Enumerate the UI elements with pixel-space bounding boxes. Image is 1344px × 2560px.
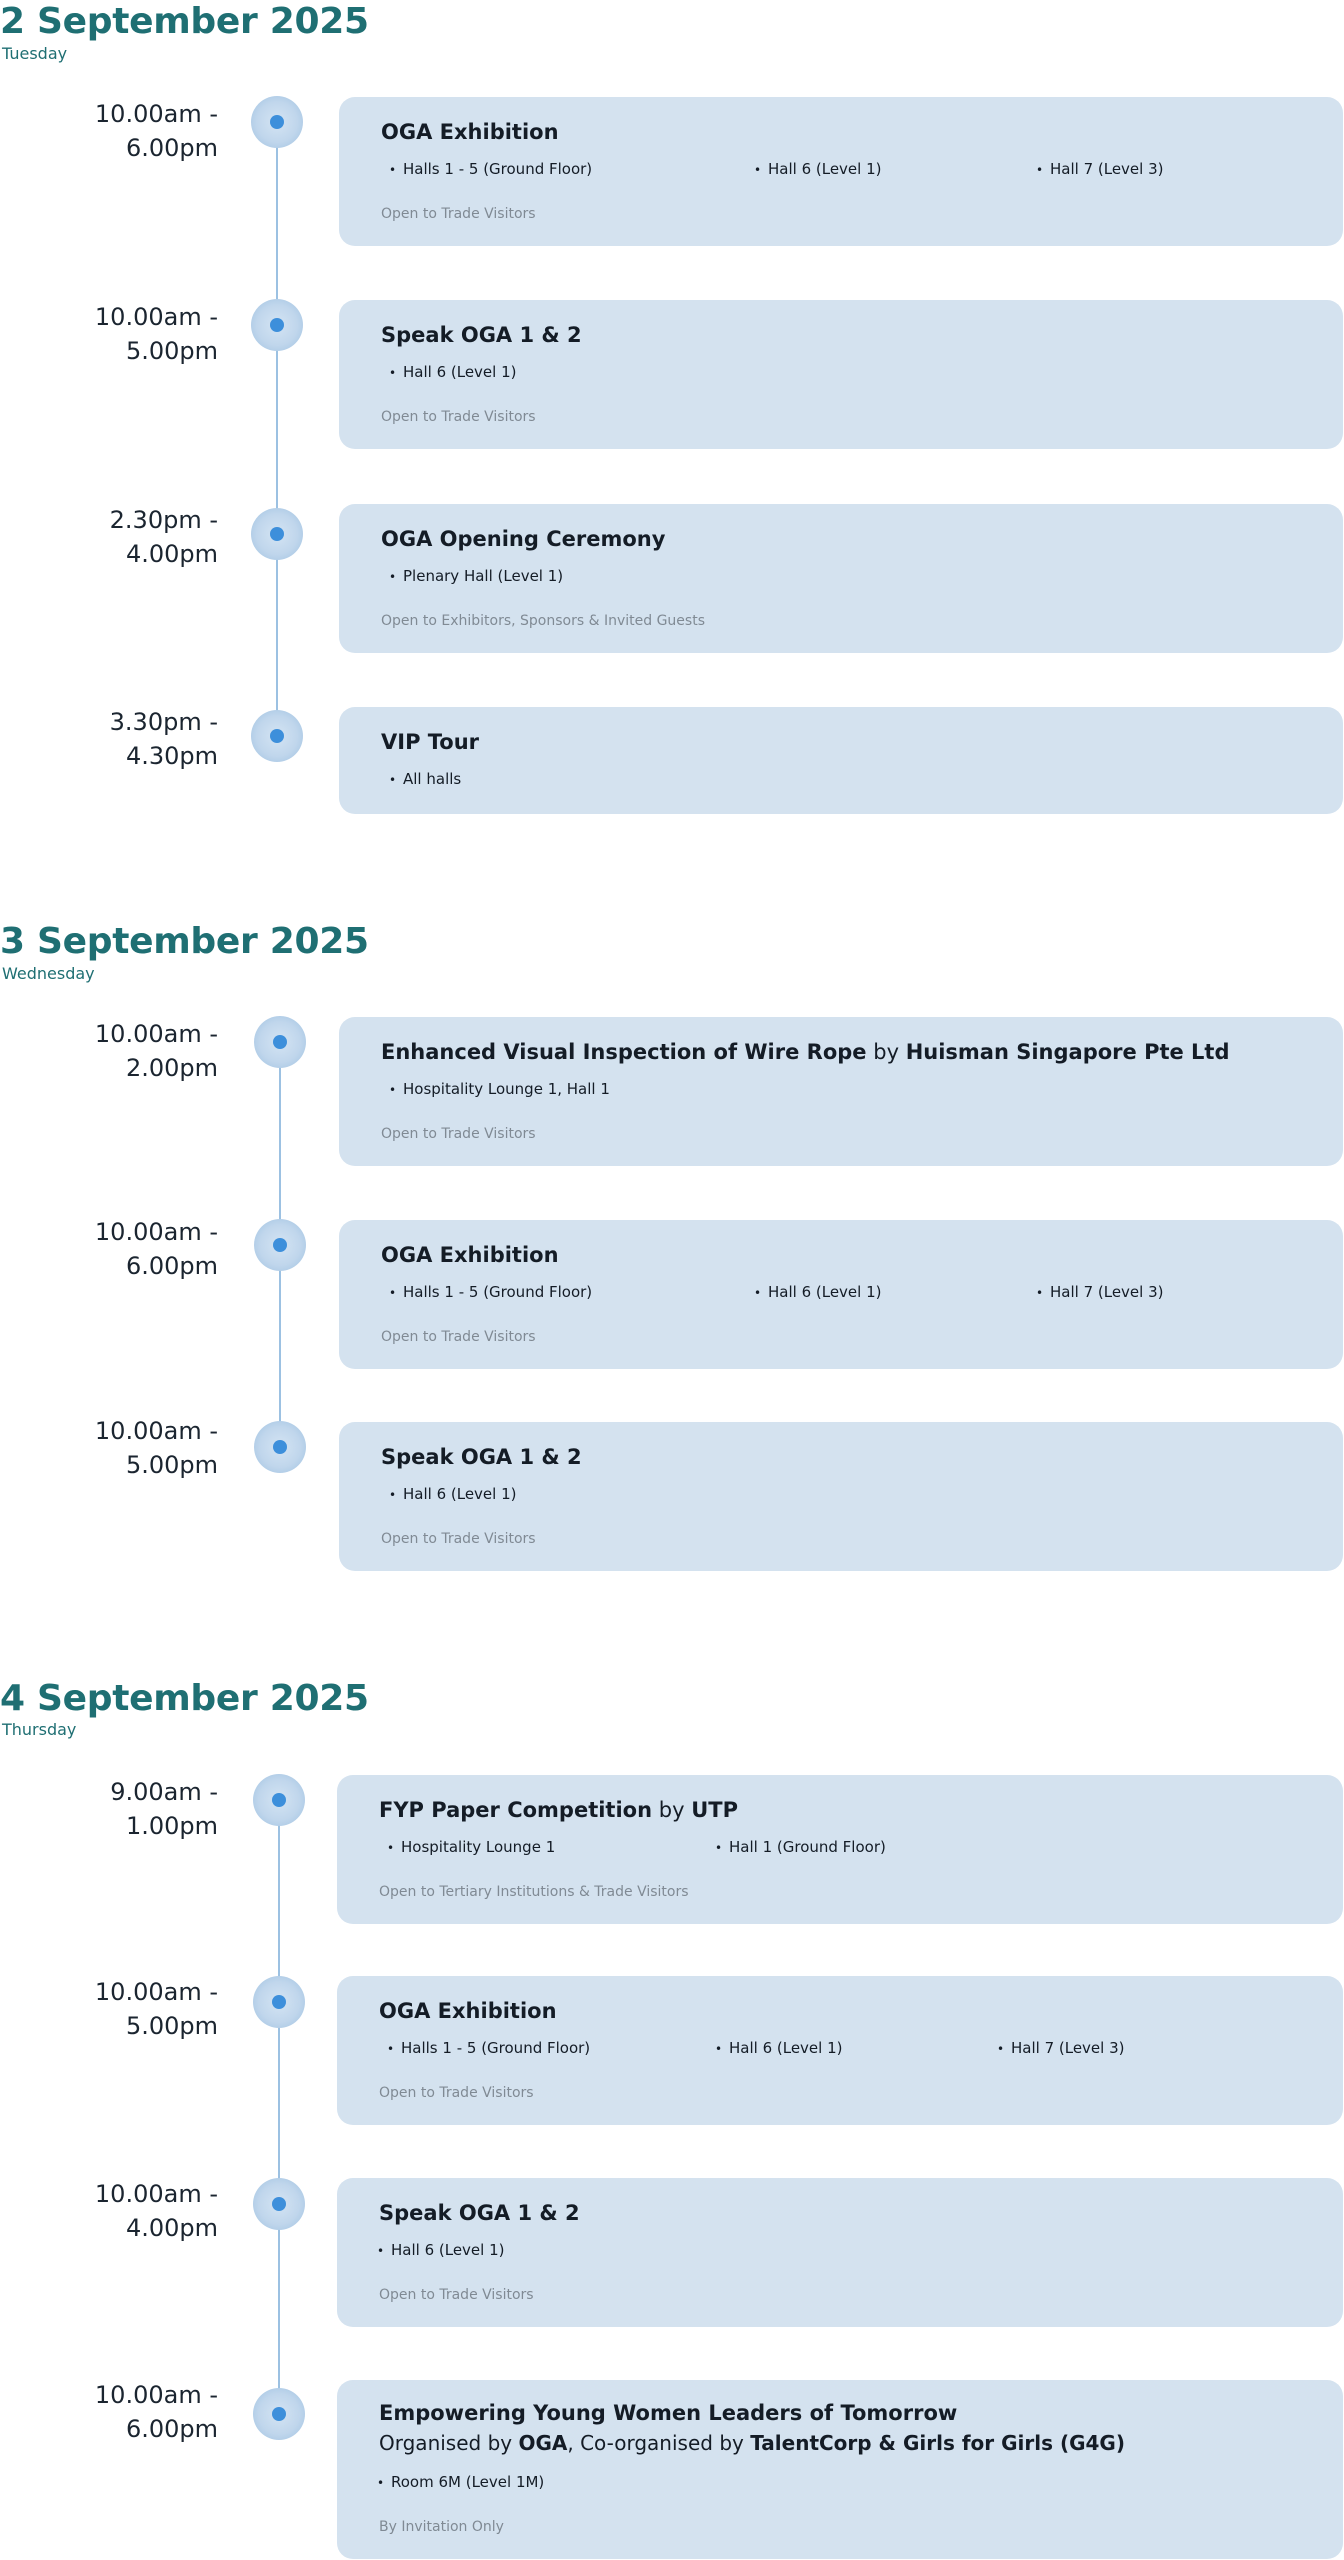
event-time: 10.00am -4.00pm: [94, 2180, 218, 2242]
event-access: Open to Trade Visitors: [379, 2287, 534, 2303]
event-time: 3.30pm -4.30pm: [109, 708, 218, 770]
event-location: Hall 7 (Level 3): [1036, 159, 1164, 180]
day-2-date: 3 September 2025: [0, 921, 369, 962]
event-card[interactable]: Empowering Young Women Leaders of Tomorr…: [337, 2380, 1343, 2559]
event-access: Open to Trade Visitors: [381, 409, 536, 425]
day-3-weekday: Thursday: [2, 1720, 77, 1739]
day-1-timeline: [276, 122, 278, 736]
event-access: Open to Trade Visitors: [381, 206, 536, 222]
event-location: Halls 1 - 5 (Ground Floor): [389, 159, 592, 180]
timeline-dot-icon: [251, 710, 303, 762]
timeline-dot-icon: [251, 299, 303, 351]
event-location: Hospitality Lounge 1: [387, 1837, 555, 1858]
event-title: Enhanced Visual Inspection of Wire Rope …: [381, 1040, 1230, 1064]
day-3-timeline: [278, 1800, 280, 2414]
event-title: Empowering Young Women Leaders of Tomorr…: [379, 2401, 958, 2425]
event-card[interactable]: VIP Tour All halls: [339, 707, 1343, 814]
event-title: VIP Tour: [381, 730, 480, 754]
event-time: 9.00am -1.00pm: [110, 1778, 218, 1840]
event-time: 10.00am -5.00pm: [94, 303, 218, 365]
event-card[interactable]: Speak OGA 1 & 2 Hall 6 (Level 1) Open to…: [339, 300, 1343, 449]
event-time: 10.00am -6.00pm: [94, 1218, 218, 1280]
event-card[interactable]: Speak OGA 1 & 2 Hall 6 (Level 1) Open to…: [339, 1422, 1343, 1571]
event-title: Speak OGA 1 & 2: [379, 2201, 580, 2225]
event-card[interactable]: OGA Exhibition Halls 1 - 5 (Ground Floor…: [339, 97, 1343, 246]
event-location: Halls 1 - 5 (Ground Floor): [387, 2038, 590, 2059]
timeline-dot-icon: [253, 2178, 305, 2230]
timeline-dot-icon: [253, 1774, 305, 1826]
event-location: Hall 6 (Level 1): [389, 1484, 517, 1505]
event-time: 10.00am -5.00pm: [94, 1978, 218, 2040]
event-time: 10.00am -6.00pm: [94, 2381, 218, 2443]
event-location: Halls 1 - 5 (Ground Floor): [389, 1282, 592, 1303]
event-title: OGA Exhibition: [379, 1999, 557, 2023]
event-title: Speak OGA 1 & 2: [381, 1445, 582, 1469]
day-3-date: 4 September 2025: [0, 1678, 369, 1719]
event-subtitle: Organised by OGA, Co-organised by Talent…: [379, 2431, 1125, 2455]
timeline-dot-icon: [253, 2388, 305, 2440]
event-location: Hall 6 (Level 1): [389, 362, 517, 383]
event-location: Hall 7 (Level 3): [1036, 1282, 1164, 1303]
event-access: Open to Exhibitors, Sponsors & Invited G…: [381, 613, 705, 629]
day-1-weekday: Tuesday: [2, 44, 68, 63]
timeline-dot-icon: [254, 1016, 306, 1068]
event-access: By Invitation Only: [379, 2519, 504, 2535]
day-1-date: 2 September 2025: [0, 1, 369, 42]
event-location: Hospitality Lounge 1, Hall 1: [389, 1079, 610, 1100]
event-card[interactable]: FYP Paper Competition by UTP Hospitality…: [337, 1775, 1343, 1924]
timeline-dot-icon: [251, 96, 303, 148]
event-location: Hall 7 (Level 3): [997, 2038, 1125, 2059]
event-title: OGA Exhibition: [381, 1243, 559, 1267]
timeline-dot-icon: [254, 1421, 306, 1473]
event-time: 2.30pm -4.00pm: [109, 506, 218, 568]
event-access: Open to Trade Visitors: [381, 1126, 536, 1142]
day-2-weekday: Wednesday: [2, 964, 95, 983]
event-title: OGA Opening Ceremony: [381, 527, 666, 551]
event-card[interactable]: OGA Exhibition Halls 1 - 5 (Ground Floor…: [339, 1220, 1343, 1369]
event-access: Open to Tertiary Institutions & Trade Vi…: [379, 1884, 689, 1900]
event-location: All halls: [389, 769, 461, 790]
event-location: Hall 6 (Level 1): [754, 1282, 882, 1303]
event-location: Room 6M (Level 1M): [377, 2472, 544, 2493]
event-title: FYP Paper Competition by UTP: [379, 1798, 738, 1822]
timeline-dot-icon: [251, 508, 303, 560]
event-access: Open to Trade Visitors: [379, 2085, 534, 2101]
event-time: 10.00am -5.00pm: [94, 1417, 218, 1479]
event-title: OGA Exhibition: [381, 120, 559, 144]
event-card[interactable]: OGA Opening Ceremony Plenary Hall (Level…: [339, 504, 1343, 653]
event-time: 10.00am -6.00pm: [94, 100, 218, 162]
event-location: Hall 6 (Level 1): [754, 159, 882, 180]
event-card[interactable]: Speak OGA 1 & 2 Hall 6 (Level 1) Open to…: [337, 2178, 1343, 2327]
event-location: Hall 6 (Level 1): [715, 2038, 843, 2059]
event-card[interactable]: Enhanced Visual Inspection of Wire Rope …: [339, 1017, 1343, 1166]
event-title: Speak OGA 1 & 2: [381, 323, 582, 347]
event-location: Plenary Hall (Level 1): [389, 566, 563, 587]
event-location: Hall 6 (Level 1): [377, 2240, 505, 2261]
event-card[interactable]: OGA Exhibition Halls 1 - 5 (Ground Floor…: [337, 1976, 1343, 2125]
timeline-dot-icon: [254, 1219, 306, 1271]
event-access: Open to Trade Visitors: [381, 1329, 536, 1345]
timeline-dot-icon: [253, 1976, 305, 2028]
event-location: Hall 1 (Ground Floor): [715, 1837, 886, 1858]
event-time: 10.00am -2.00pm: [94, 1020, 218, 1082]
event-access: Open to Trade Visitors: [381, 1531, 536, 1547]
